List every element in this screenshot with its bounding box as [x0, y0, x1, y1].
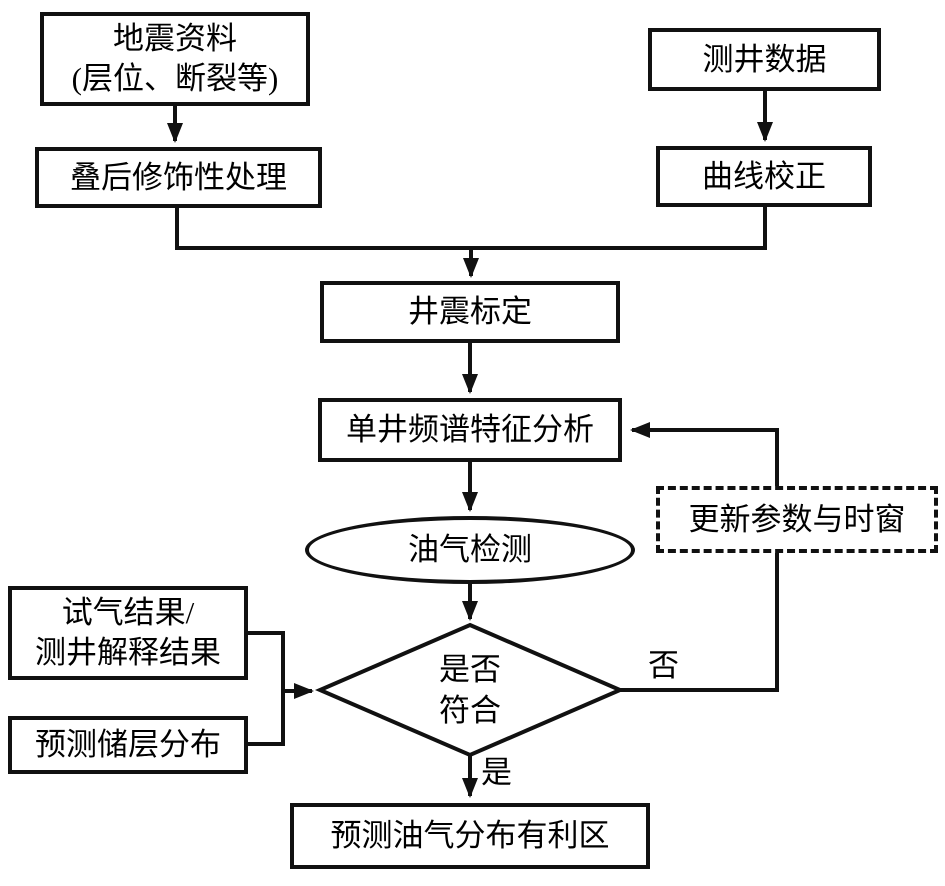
- edge-label-yes: 是: [481, 755, 512, 790]
- node-favorable-zone-prediction-label: 预测油气分布有利区: [330, 818, 610, 854]
- node-match-decision-line1: 是否: [439, 652, 501, 688]
- node-curve-correction-label: 曲线校正: [702, 158, 826, 194]
- node-update-parameters-time-window-label: 更新参数与时窗: [688, 501, 906, 537]
- node-match-decision-line2: 符合: [439, 692, 501, 728]
- node-update-parameters-time-window: 更新参数与时窗: [656, 486, 938, 553]
- node-well-seismic-calibration: 井震标定: [320, 281, 620, 343]
- node-predicted-reservoir-distribution: 预测储层分布: [8, 716, 248, 774]
- node-seismic-data-line1: 地震资料: [113, 21, 237, 57]
- node-hydrocarbon-detection-label: 油气检测: [408, 532, 532, 568]
- node-poststack-processing-label: 叠后修饰性处理: [70, 159, 287, 195]
- node-single-well-spectrum-analysis-label: 单井频谱特征分析: [346, 412, 594, 448]
- edge-merge-line: [175, 205, 767, 250]
- edge-feedback-loop: [618, 422, 779, 692]
- node-well-seismic-calibration-label: 井震标定: [408, 294, 532, 330]
- node-gas-test-results-line2: 测井解释结果: [35, 635, 221, 670]
- node-well-log-data: 测井数据: [648, 28, 881, 91]
- node-hydrocarbon-detection: 油气检测: [305, 516, 635, 584]
- node-favorable-zone-prediction: 预测油气分布有利区: [290, 803, 650, 869]
- node-gas-test-results: 试气结果/ 测井解释结果: [8, 586, 248, 680]
- node-match-decision: 是否 符合: [390, 643, 550, 738]
- node-predicted-reservoir-distribution-label: 预测储层分布: [35, 727, 221, 763]
- node-seismic-data: 地震资料 (层位、断裂等): [40, 12, 310, 106]
- node-poststack-processing: 叠后修饰性处理: [35, 147, 322, 208]
- node-single-well-spectrum-analysis: 单井频谱特征分析: [318, 398, 622, 462]
- node-gas-test-results-line1: 试气结果/: [61, 595, 195, 631]
- node-curve-correction: 曲线校正: [656, 146, 872, 207]
- node-seismic-data-line2: (层位、断裂等): [71, 61, 279, 96]
- decision-diamond-shape: [314, 622, 626, 758]
- edge-left-inputs-merge: [246, 631, 285, 746]
- node-well-log-data-label: 测井数据: [702, 41, 827, 77]
- edge-label-no: 否: [648, 648, 679, 683]
